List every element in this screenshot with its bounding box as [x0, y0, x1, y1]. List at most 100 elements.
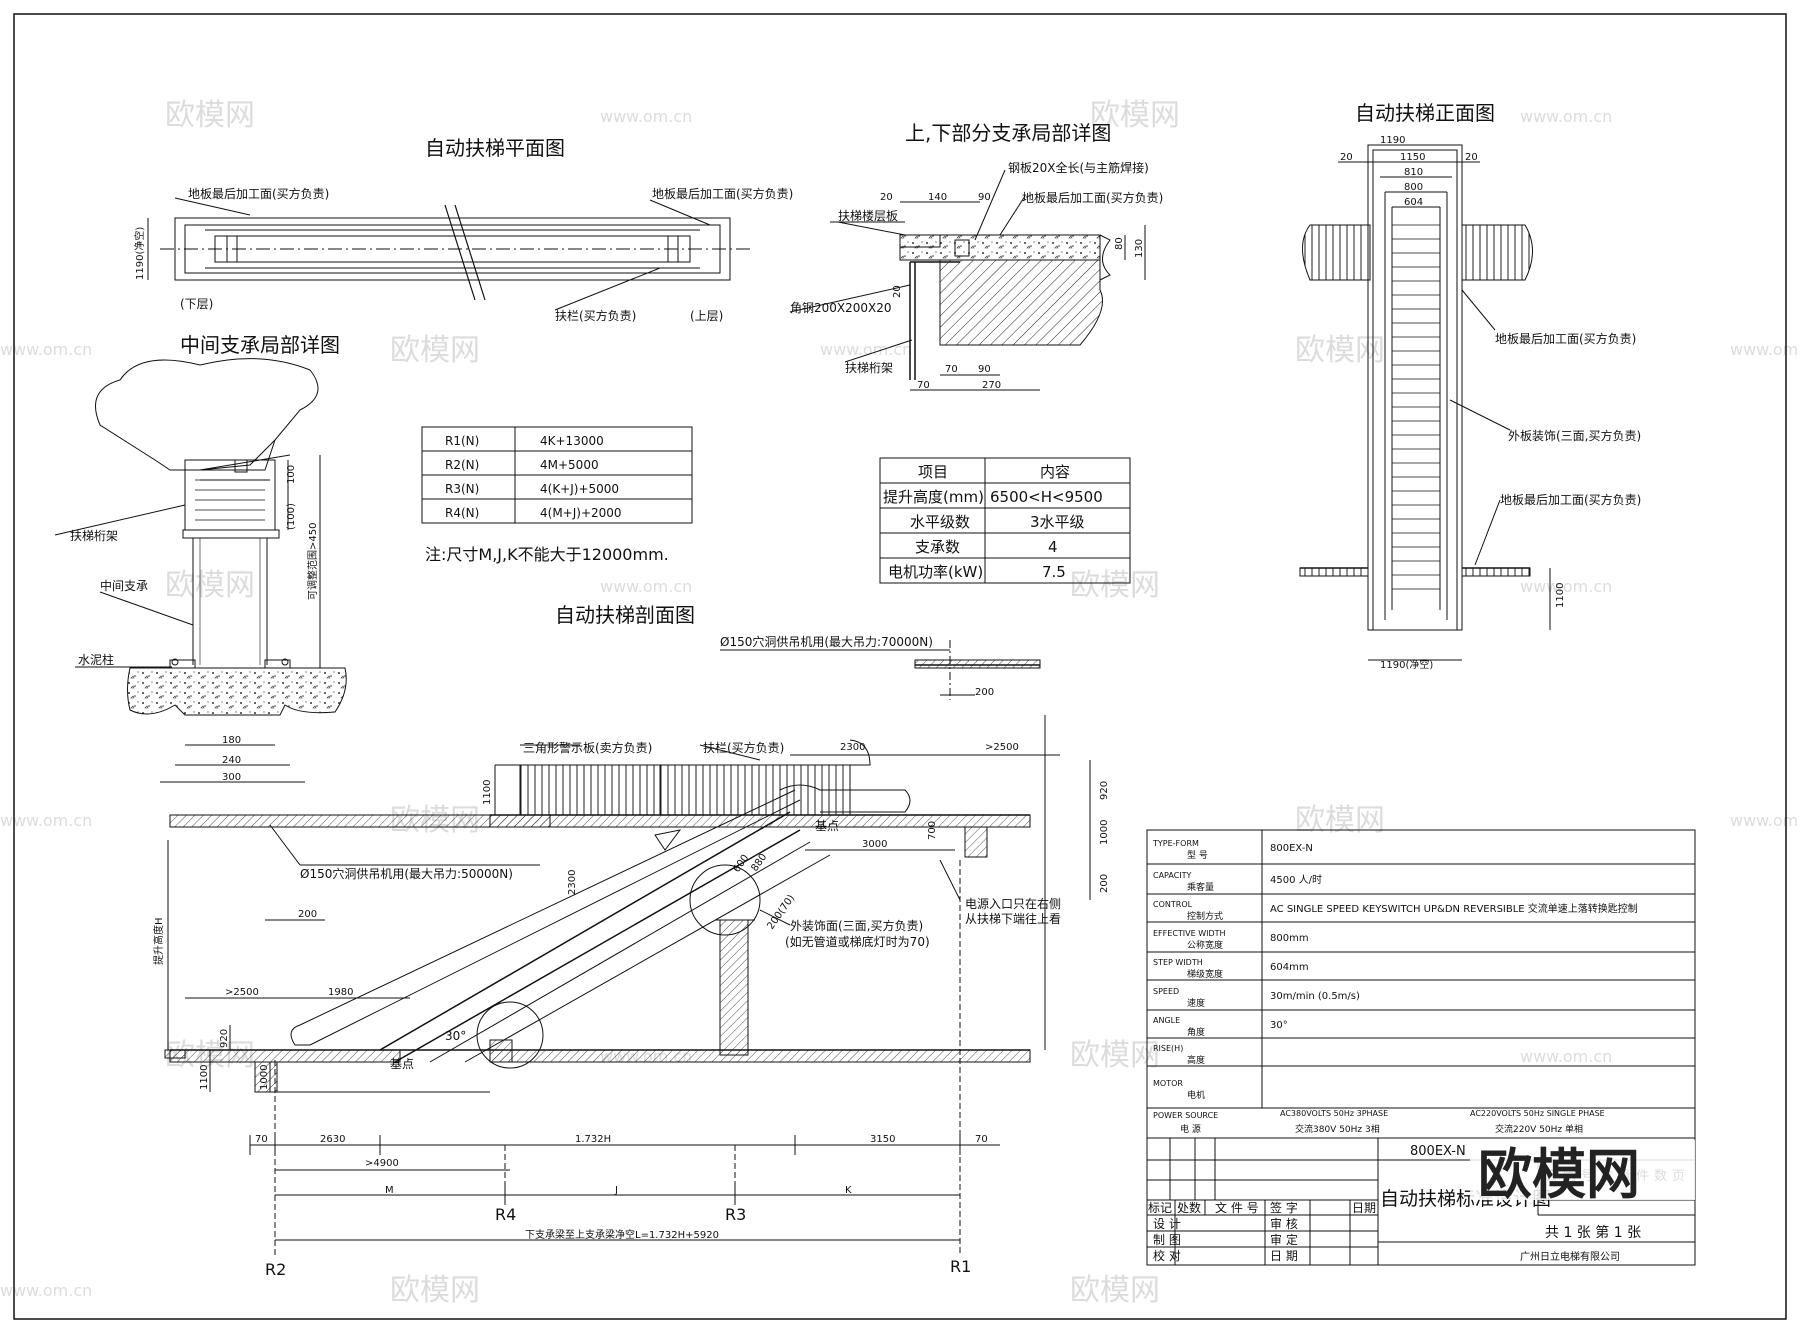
spec-label-en: ANGLE	[1153, 1016, 1180, 1025]
support-dim-20a: 20	[880, 192, 893, 203]
section-dim-2630: 2630	[320, 1134, 345, 1145]
plan-lower-label: (下层)	[180, 297, 213, 311]
section-hole-top-label: Ø150穴洞供吊机用(最大吊力:70000N)	[720, 634, 933, 649]
section-dim-70b: 70	[975, 1134, 988, 1145]
watermark-url: www.om.cn	[0, 340, 92, 359]
title-block-company: 广州日立电梯有限公司	[1520, 1250, 1620, 1263]
section-dim-1980: 1980	[328, 987, 353, 998]
spec-label-cn: 型 号	[1187, 850, 1208, 861]
watermark-url: www.om.cn	[1730, 811, 1800, 830]
section-dim-k: K	[845, 1185, 852, 1196]
title-block-role: 校 对	[1153, 1248, 1181, 1263]
support-dim-90b: 90	[978, 364, 991, 375]
param-value: 4	[1048, 538, 1058, 556]
section-dim-j: J	[614, 1185, 618, 1196]
section-angle-label: 30°	[445, 1029, 466, 1043]
front-view: 自动扶梯正面图 1190 20 1150 20 810 800 604 地板最后…	[1299, 101, 1641, 671]
spec-label-en: CONTROL	[1153, 900, 1193, 909]
middle-dim-180: 180	[222, 735, 241, 746]
reaction-label-r2: R2	[265, 1260, 286, 1279]
front-dim-20b: 20	[1465, 152, 1478, 163]
power-source-en: POWER SOURCE	[1153, 1111, 1218, 1120]
title-block-col: 签 字	[1270, 1200, 1298, 1215]
middle-dim-300: 300	[222, 772, 241, 783]
section-warning-label: 三角形警示板(卖方负责)	[523, 740, 652, 755]
watermark-text: 欧模网	[1070, 1273, 1160, 1308]
spec-label-cn: 梯级宽度	[1187, 968, 1223, 980]
front-floor-label-1: 地板最后加工面(买方负责)	[1495, 331, 1636, 346]
title-block-role: 制 图	[1153, 1233, 1181, 1247]
power-source-row: POWER SOURCE 电 源 AC380VOLTS 50Hz 3PHASE …	[1147, 1107, 1695, 1135]
section-dim-200-left: 200	[298, 909, 317, 920]
param-header-item: 项目	[918, 463, 948, 481]
title-block-sheets: 共 1 张 第 1 张	[1545, 1224, 1641, 1241]
watermark-url: www.om.cn	[600, 107, 692, 126]
param-name: 电机功率(kW)	[888, 563, 983, 581]
spec-value: 30°	[1270, 1020, 1288, 1031]
section-base-low-label: 基点	[390, 1057, 414, 1071]
section-dim-700: 700	[927, 821, 938, 840]
section-dim-70a: 70	[255, 1134, 268, 1145]
section-dim-2300-vertical: 2300	[567, 870, 578, 895]
power-source-p2-en: AC220VOLTS 50Hz SINGLE PHASE	[1470, 1109, 1605, 1118]
section-dim-2300: 2300	[840, 742, 865, 753]
support-detail: 上,下部分支承局部详图 扶梯楼层板 20 140 90 钢板20X全长(与主筋焊…	[789, 121, 1163, 391]
section-dim-1100-top: 1100	[482, 780, 493, 805]
support-floor-surface-label: 地板最后加工面(买方负责)	[1022, 190, 1163, 205]
section-dim-200-right: 200	[1099, 874, 1110, 893]
reaction-formula: 4(K+J)+5000	[540, 482, 619, 496]
spec-value: 800mm	[1270, 933, 1309, 944]
watermark-url: www.om.cn	[820, 340, 912, 359]
support-steel-plate-label: 钢板20X全长(与主筋焊接)	[1008, 160, 1149, 175]
param-name: 提升高度(mm)	[883, 488, 984, 506]
param-name: 支承数	[915, 538, 960, 556]
front-dim-1150: 1150	[1400, 152, 1425, 163]
front-floor-label-2: 地板最后加工面(买方负责)	[1500, 492, 1641, 507]
section-dim-3000: 3000	[862, 839, 887, 850]
title-block-model: 800EX-N	[1410, 1144, 1466, 1159]
title-block-role: 设 计	[1153, 1217, 1181, 1231]
front-dim-810: 810	[1404, 167, 1423, 178]
spec-label-cn: 公称宽度	[1187, 939, 1223, 951]
reaction-formula: 4M+5000	[540, 458, 599, 472]
watermark-url: www.om.cn	[0, 1281, 92, 1300]
front-dim-604: 604	[1404, 197, 1423, 208]
reaction-label-r4: R4	[495, 1205, 516, 1224]
watermark-text: 欧模网	[165, 568, 255, 603]
section-rise-label: 提升高度H	[152, 917, 165, 965]
spec-label-cn: 速度	[1187, 997, 1205, 1009]
support-dim-270: 270	[982, 380, 1001, 391]
dimension-note: 注:尺寸M,J,K不能大于12000mm.	[425, 545, 669, 564]
reaction-formula: 4(M+J)+2000	[540, 506, 622, 520]
middle-adjust-dim: 可调整范围>450	[306, 523, 319, 600]
spec-label-en: MOTOR	[1153, 1079, 1183, 1088]
spec-label-cn: 电机	[1187, 1089, 1205, 1101]
section-dim-4900: >4900	[365, 1158, 399, 1169]
watermark-text: 欧模网	[390, 333, 480, 368]
reactions-table: R1(N) 4K+13000 R2(N) 4M+5000 R3(N) 4(K+J…	[421, 426, 693, 564]
param-value: 6500<H<9500	[990, 488, 1103, 506]
reaction-formula: 4K+13000	[540, 434, 604, 448]
watermark-text: 欧模网	[1295, 803, 1385, 838]
front-view-title: 自动扶梯正面图	[1355, 101, 1495, 125]
watermark-url: www.om.cn	[1520, 1047, 1612, 1066]
support-dim-70a: 70	[945, 364, 958, 375]
front-dim-20a: 20	[1340, 152, 1353, 163]
power-source-p2-cn: 交流220V 50Hz 单相	[1495, 1123, 1583, 1135]
section-cladding-label: 外装饰面(三面,买方负责)	[790, 918, 923, 933]
reaction-name: R2(N)	[445, 458, 479, 472]
reaction-name: R1(N)	[445, 434, 479, 448]
plan-view: 自动扶梯平面图 地板最后加工面(买方负责) 地板最后加工面(买方负责) 1190…	[133, 136, 793, 323]
title-block-role: 审 核	[1270, 1216, 1298, 1231]
section-dim-1000-right: 1000	[1099, 820, 1110, 845]
spec-value: 800EX-N	[1270, 843, 1313, 854]
support-dim-140: 140	[928, 192, 947, 203]
watermark-text: 欧模网	[390, 1273, 480, 1308]
middle-dim-100: 100	[286, 465, 297, 484]
drawing-frame	[13, 13, 1787, 1320]
power-source-p1-cn: 交流380V 50Hz 3相	[1295, 1123, 1380, 1135]
title-block-col: 日期	[1352, 1201, 1376, 1215]
spec-label-cn: 高度	[1187, 1054, 1205, 1066]
support-dim-90a: 90	[978, 192, 991, 203]
